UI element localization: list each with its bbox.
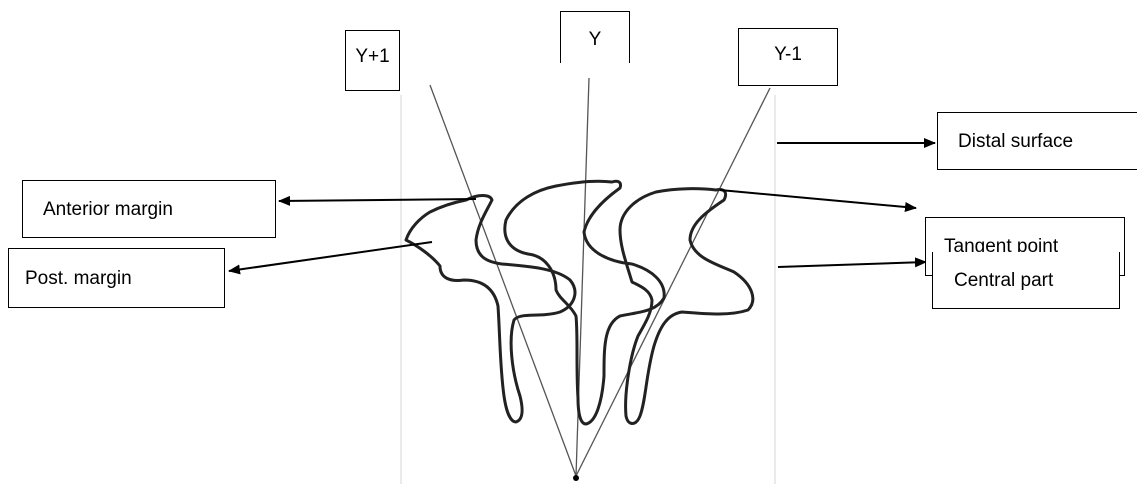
label-anterior-margin: Anterior margin <box>22 180 276 238</box>
label-y-minus-1-text: Y-1 <box>774 45 802 64</box>
arrow-post-margin <box>229 242 432 271</box>
label-y-minus-1: Y-1 <box>738 28 838 86</box>
label-y-text: Y <box>589 30 602 49</box>
arrow-central-part <box>778 262 926 267</box>
scale-outline-left <box>406 196 575 423</box>
radius-line-y <box>576 78 589 476</box>
arrow-anterior-margin <box>279 199 476 201</box>
label-post-margin-text: Post. margin <box>25 269 132 288</box>
focus-point <box>573 475 579 481</box>
label-distal-surface: Distal surface <box>937 112 1137 170</box>
label-distal-surface-text: Distal surface <box>958 132 1073 151</box>
label-post-margin: Post. margin <box>8 248 225 308</box>
label-anterior-margin-text: Anterior margin <box>43 200 173 219</box>
scale-outline-right <box>620 189 753 424</box>
arrow-tangent-point <box>720 190 916 208</box>
radius-line-y-minus-1 <box>576 88 770 476</box>
label-central-part-text: Central part <box>954 271 1053 290</box>
label-y: Y <box>560 11 630 63</box>
label-y-plus-1: Y+1 <box>345 30 400 91</box>
label-central-part: Central part <box>932 252 1120 309</box>
label-y-plus-1-text: Y+1 <box>355 47 389 66</box>
